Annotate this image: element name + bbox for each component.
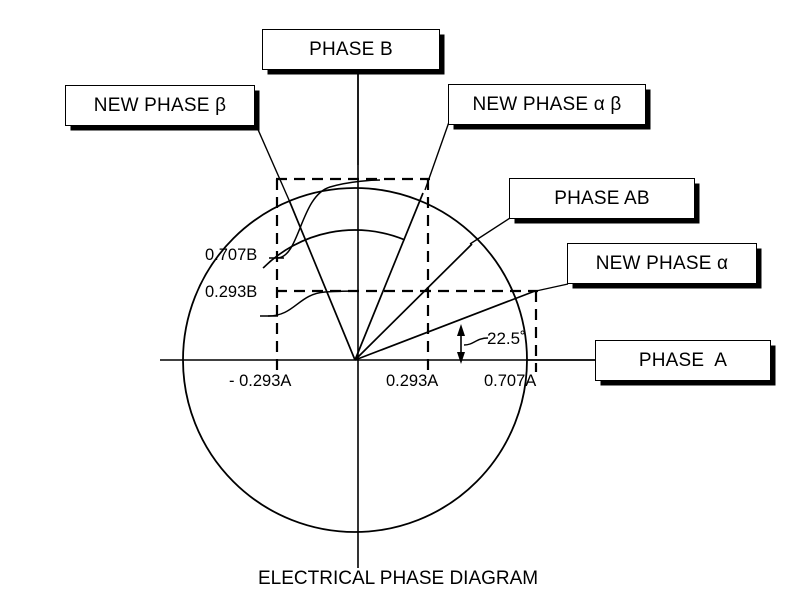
callout-phase-b[interactable]: PHASE B	[262, 29, 440, 70]
ray-new-phase-beta	[288, 199, 356, 361]
callout-phase-ab-label: PHASE AB	[554, 187, 650, 209]
callout-phase-b-label: PHASE B	[309, 38, 393, 60]
angle-label-leader	[463, 337, 489, 346]
callout-new-phase-alpha-beta[interactable]: NEW PHASE α β	[448, 84, 646, 125]
leader-curve-0293b	[267, 290, 359, 317]
leader-new-phase-alpha	[535, 283, 569, 292]
inner-arc	[255, 230, 355, 260]
callout-new-phase-beta-label: NEW PHASE β	[93, 94, 227, 116]
leader-phase-ab	[469, 217, 511, 245]
callout-phase-a[interactable]: PHASE A	[595, 340, 771, 381]
axis-label-0707a: 0.707A	[484, 372, 537, 390]
callout-phase-ab[interactable]: PHASE AB	[509, 178, 695, 219]
diagram-caption: ELECTRICAL PHASE DIAGRAM	[258, 568, 539, 589]
ray-new-phase-alpha	[354, 290, 536, 361]
axis-label-0293a: 0.293A	[386, 372, 439, 390]
callout-new-phase-beta[interactable]: NEW PHASE β	[65, 85, 255, 126]
callout-new-phase-alpha-beta-label: NEW PHASE α β	[472, 93, 622, 115]
angle-arrow-head-up	[457, 324, 465, 336]
axis-label-neg-0293a: - 0.293A	[229, 372, 292, 390]
callout-new-phase-alpha[interactable]: NEW PHASE α	[567, 243, 757, 284]
leader-new-phase-beta	[255, 124, 290, 201]
angle-annotation-22-5: 22.5˚	[487, 329, 526, 348]
leader-new-phase-alpha-beta	[424, 121, 450, 191]
callout-phase-a-label: PHASE A	[638, 349, 728, 371]
ray-new-phase-alpha-beta	[354, 192, 424, 361]
inner-arc-sweep	[262, 229, 406, 269]
callout-new-phase-alpha-label: NEW PHASE α	[595, 252, 729, 274]
ray-phase-ab	[354, 243, 473, 361]
axis-label-0707b: 0.707B	[205, 246, 258, 264]
angle-arrow-head-down	[457, 352, 465, 364]
axis-label-0293b: 0.293B	[205, 283, 258, 301]
